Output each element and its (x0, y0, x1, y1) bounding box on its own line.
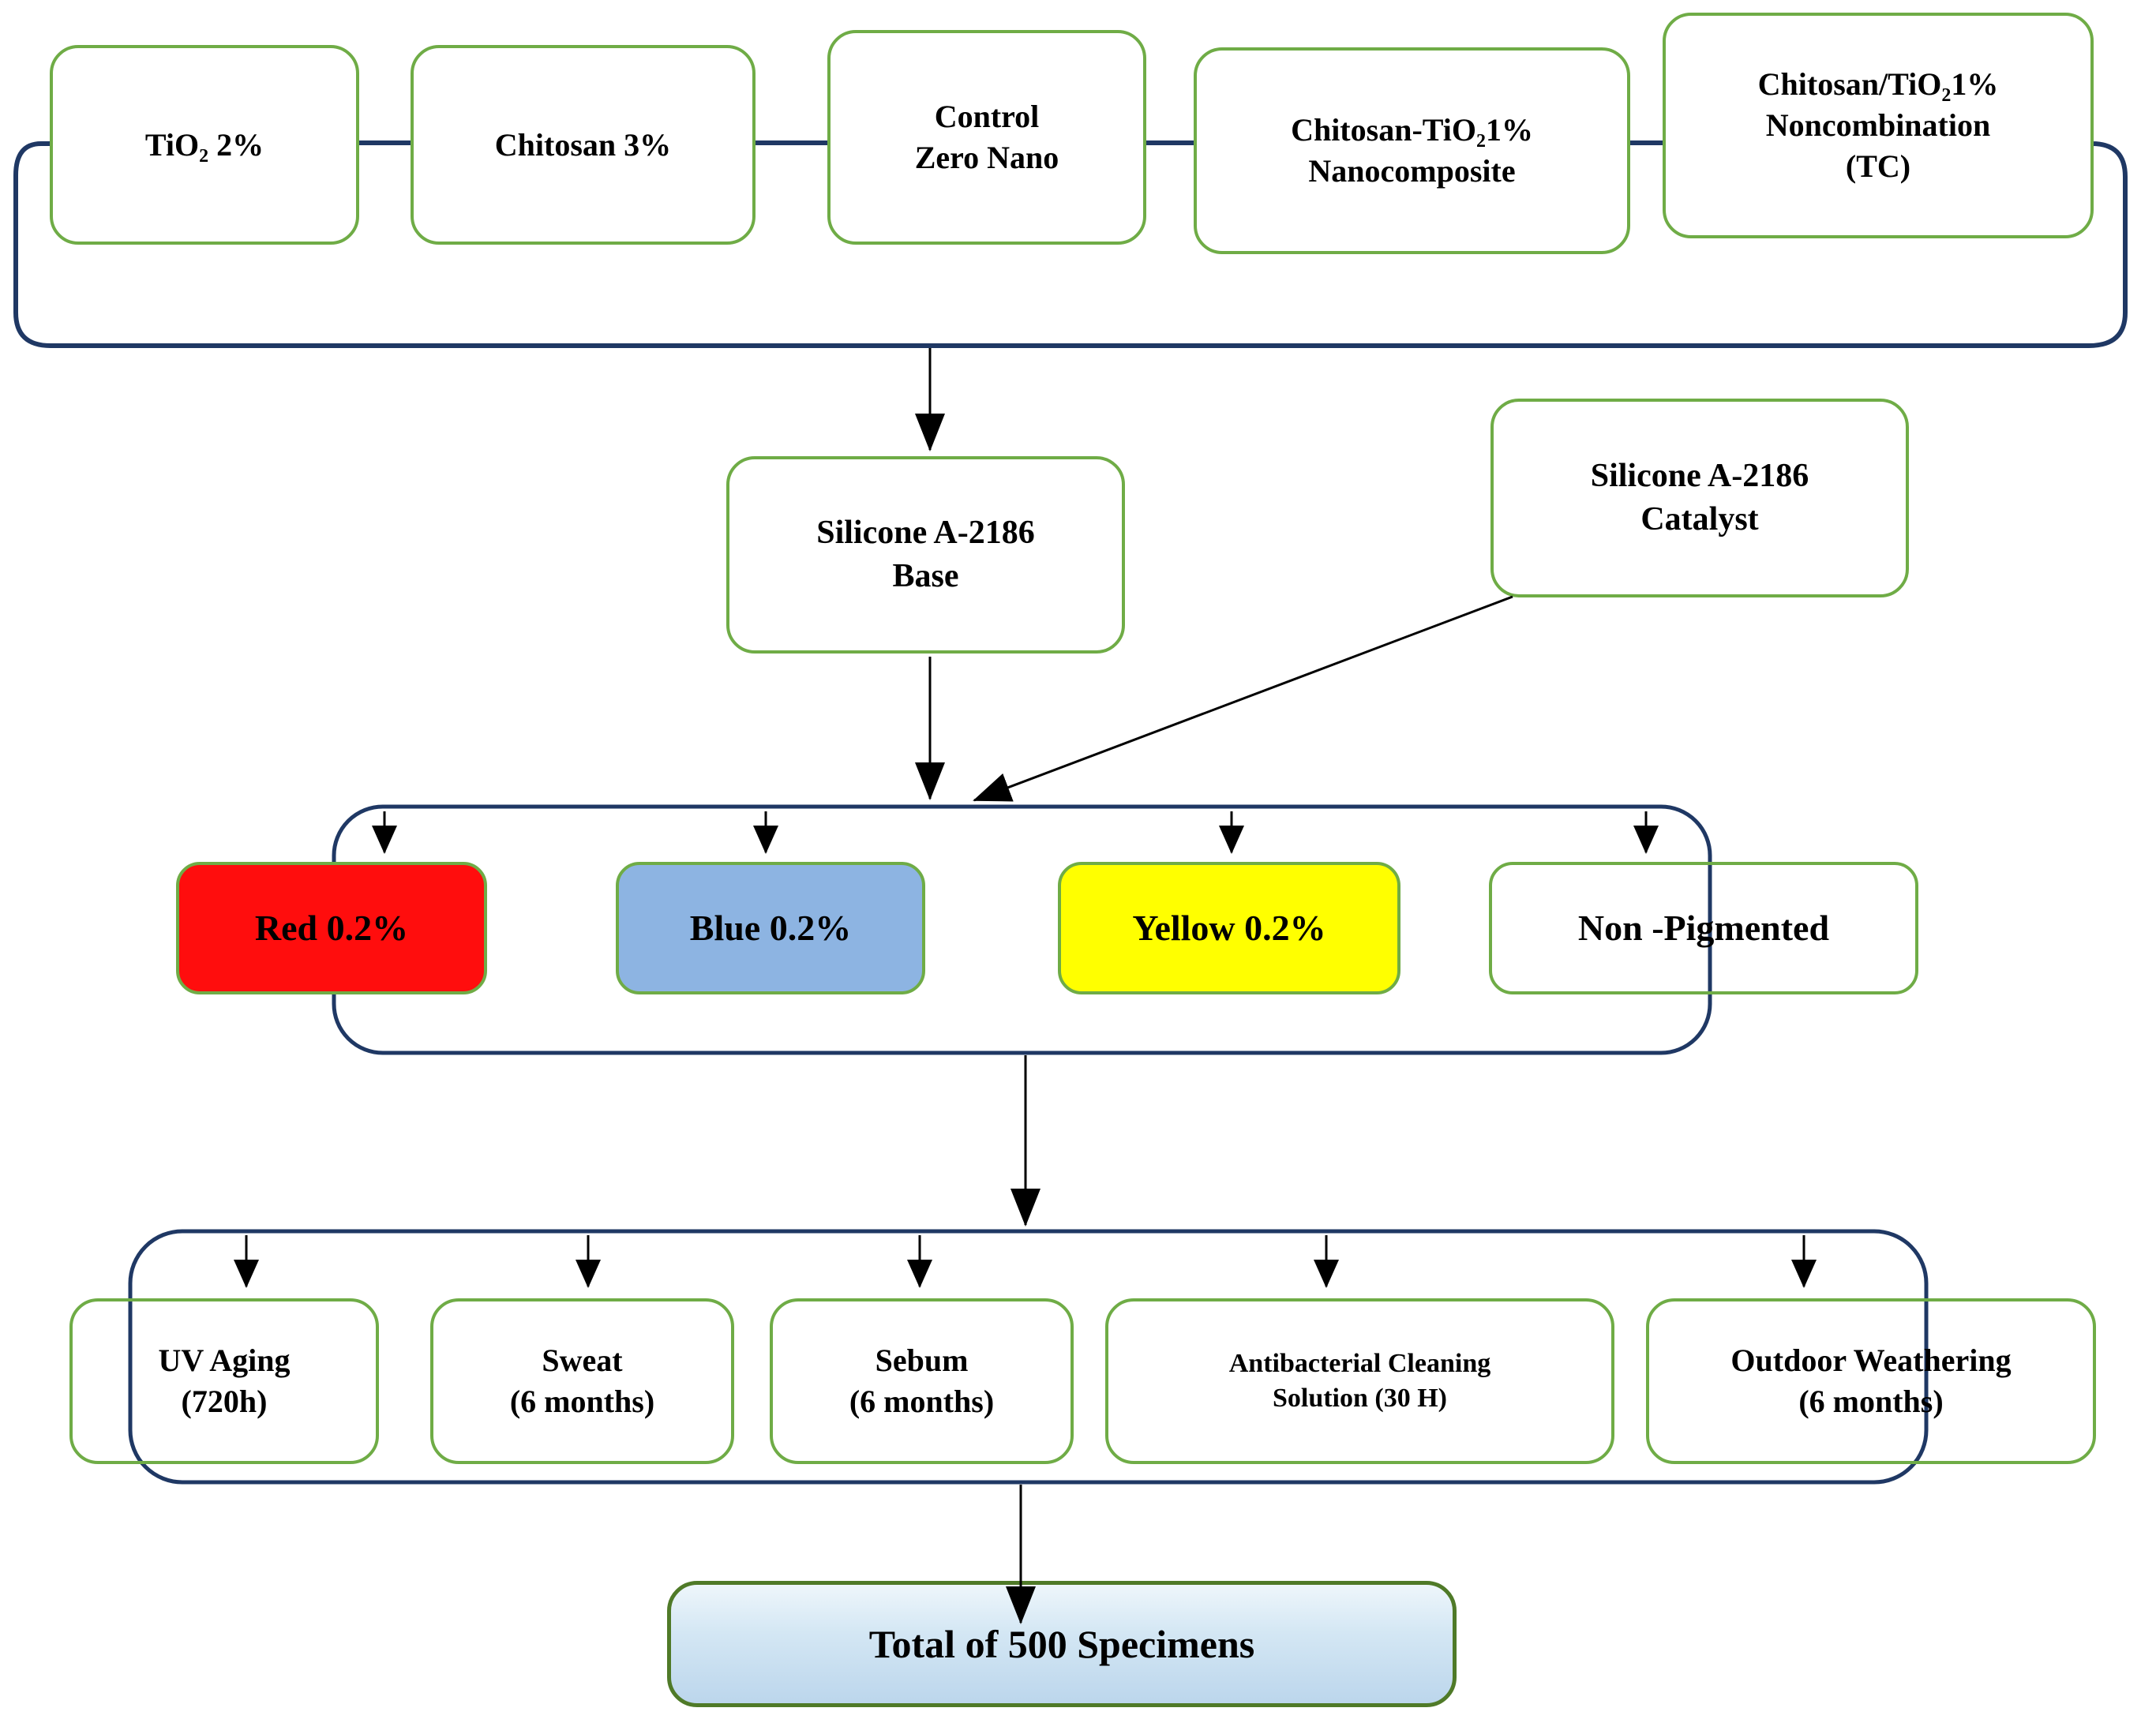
node-uv-aging: UV Aging (720h) (69, 1298, 379, 1464)
node-outdoor-weathering: Outdoor Weathering (6 months) (1646, 1298, 2096, 1464)
node-total-specimens: Total of 500 Specimens (667, 1581, 1457, 1707)
node-pigment-blue-label: Blue 0.2% (689, 908, 852, 949)
node-pigment-blue: Blue 0.2% (616, 862, 925, 994)
node-silicone-catalyst: Silicone A-2186 Catalyst (1490, 399, 1909, 597)
node-sweat: Sweat (6 months) (430, 1298, 734, 1464)
node-pigment-red-label: Red 0.2% (254, 908, 409, 949)
node-chitosan-tio2-nanocomposite-label: Chitosan-TiO₂1% Nanocomposite (1291, 112, 1533, 189)
node-pigment-yellow-label: Yellow 0.2% (1132, 908, 1326, 949)
node-antibacterial-cleaning-label: Antibacterial Cleaning Solution (30 H) (1228, 1348, 1491, 1413)
node-uv-aging-label: UV Aging (720h) (158, 1343, 291, 1419)
node-chitosan: Chitosan 3% (411, 45, 756, 245)
node-control-zero-nano-label: Control Zero Nano (914, 99, 1059, 175)
node-sweat-label: Sweat (6 months) (509, 1343, 655, 1419)
node-sebum-label: Sebum (6 months) (849, 1343, 995, 1419)
node-chitosan-label: Chitosan 3% (494, 126, 672, 163)
node-chitosan-tio2-nanocomposite: Chitosan-TiO₂1% Nanocomposite (1194, 47, 1630, 254)
node-tio2-label: TiO₂ 2% (144, 126, 264, 163)
node-control-zero-nano: Control Zero Nano (827, 30, 1146, 245)
node-outdoor-weathering-label: Outdoor Weathering (6 months) (1730, 1343, 2012, 1419)
node-silicone-base-label: Silicone A-2186 Base (816, 515, 1035, 594)
node-non-pigmented: Non -Pigmented (1489, 862, 1918, 994)
materials-bracket (13, 141, 2128, 348)
node-chitosan-tio2-noncombination-label: Chitosan/TiO₂1% Noncombination (TC) (1757, 66, 1999, 184)
node-chitosan-tio2-noncombination: Chitosan/TiO₂1% Noncombination (TC) (1663, 13, 2094, 238)
node-silicone-base: Silicone A-2186 Base (726, 456, 1125, 654)
node-pigment-yellow: Yellow 0.2% (1058, 862, 1400, 994)
node-pigment-red: Red 0.2% (176, 862, 487, 994)
node-sebum: Sebum (6 months) (770, 1298, 1074, 1464)
node-tio2: TiO₂ 2% (50, 45, 359, 245)
node-antibacterial-cleaning: Antibacterial Cleaning Solution (30 H) (1105, 1298, 1614, 1464)
node-total-specimens-label: Total of 500 Specimens (868, 1621, 1255, 1666)
aging-group-container (128, 1229, 1929, 1485)
node-non-pigmented-label: Non -Pigmented (1577, 908, 1830, 949)
node-silicone-catalyst-label: Silicone A-2186 Catalyst (1590, 458, 1809, 537)
